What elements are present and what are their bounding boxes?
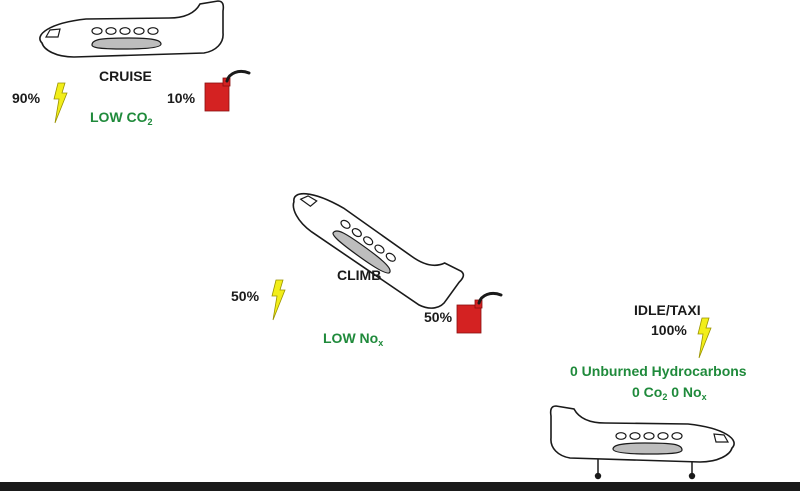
climb-lightning-icon — [271, 279, 286, 321]
idle-lightning-icon — [697, 317, 712, 359]
cruise-electric-percent: 90% — [12, 90, 41, 106]
idle-emission-note-1: 0 Unburned Hydrocarbons — [570, 363, 747, 379]
idle-emission-note-2: 0 Co2 0 Nox — [632, 384, 707, 402]
idle-airplane-icon — [549, 405, 735, 480]
climb-emission-note: LOW Nox — [323, 330, 383, 348]
idle-label: IDLE/TAXI — [634, 302, 701, 318]
climb-airplane-icon — [283, 165, 467, 321]
cruise-label: CRUISE — [99, 68, 152, 84]
climb-fuel-percent: 50% — [424, 309, 453, 325]
ground-line — [0, 482, 800, 491]
cruise-airplane-icon — [39, 0, 225, 58]
climb-electric-percent: 50% — [231, 288, 260, 304]
idle-electric-percent: 100% — [651, 322, 687, 338]
climb-fuel-can-icon — [455, 291, 503, 335]
cruise-fuel-percent: 10% — [167, 90, 196, 106]
cruise-emission-note: LOW CO2 — [90, 109, 153, 127]
cruise-lightning-icon — [53, 82, 68, 124]
climb-label: CLIMB — [337, 267, 381, 283]
cruise-fuel-can-icon — [203, 69, 251, 113]
